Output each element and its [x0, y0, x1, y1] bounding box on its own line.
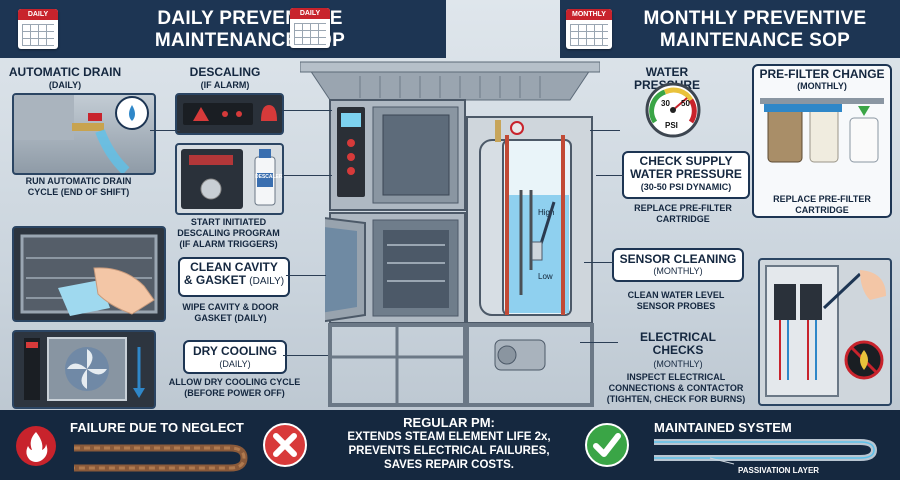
clean-element-illustration — [654, 439, 878, 465]
tank-low-label: Low — [538, 272, 553, 281]
calendar-label: DAILY — [18, 9, 58, 20]
regular-pm-summary: REGULAR PM: EXTENDS STEAM ELEMENT LIFE 2… — [347, 415, 551, 472]
gauge-label-50: 50 — [681, 99, 690, 108]
connector-line — [580, 342, 618, 343]
calendar-label: MONTHLY — [566, 9, 612, 20]
check-supply-title: CHECK SUPPLY WATER PRESSURE — [630, 154, 742, 181]
electrical-checks-title: ELECTRICAL CHECKS — [640, 330, 716, 357]
footer-bar: FAILURE DUE TO NEGLECT REGULAR PM: EXTEN… — [0, 410, 900, 480]
steam-generator-tank — [479, 120, 572, 316]
connector-line — [282, 175, 332, 176]
clean-cavity-description: WIPE CAVITY & DOOR GASKET (DAILY) — [182, 302, 279, 323]
descaling-title: DESCALING — [189, 65, 261, 79]
clean-cavity-title: CLEAN CAVITY & GASKET (DAILY) — [183, 260, 285, 288]
electrical-checks-description: INSPECT ELECTRICAL CONNECTIONS & CONTACT… — [606, 372, 746, 404]
daily-calendar-icon: DAILY — [18, 9, 58, 49]
check-mark-icon — [585, 423, 629, 467]
connector-line — [286, 275, 326, 276]
gauge-unit: PSI — [665, 121, 678, 130]
pressure-gauge-icon — [645, 82, 701, 138]
check-supply-frequency: (30-50 PSI DYNAMIC) — [640, 182, 732, 192]
clean-cavity-frequency: (DAILY) — [249, 276, 285, 287]
alarm-panel-photo — [175, 93, 284, 135]
connector-line — [150, 130, 180, 131]
descaling-description: START INITIATED DESCALING PROGRAM (IF AL… — [177, 217, 280, 249]
passivation-layer-label: PASSIVATION LAYER — [738, 466, 820, 475]
x-mark-icon — [263, 423, 307, 467]
center-calendar-icon: DAILY — [290, 8, 330, 48]
electrical-panel-photo — [758, 258, 892, 406]
failure-title: FAILURE DUE TO NEGLECT — [70, 420, 244, 435]
corroded-element-illustration — [74, 444, 248, 472]
descaling-control-photo — [175, 143, 284, 215]
auto-drain-description: RUN AUTOMATIC DRAIN CYCLE (END OF SHIFT) — [25, 176, 132, 197]
maintained-system-title: MAINTAINED SYSTEM — [654, 420, 792, 435]
dry-cooling-pill: DRY COOLING (DAILY) — [183, 340, 287, 374]
pre-filter-frequency: (MONTHLY) — [797, 81, 847, 91]
dry-cooling-title: DRY COOLING — [192, 344, 277, 358]
connector-line — [584, 262, 614, 263]
sensor-cleaning-frequency: (MONTHLY) — [653, 266, 703, 276]
monthly-calendar-icon: MONTHLY — [566, 9, 612, 49]
check-supply-description: REPLACE PRE-FILTER CARTRIDGE — [634, 203, 732, 224]
descaling-frequency: (IF ALARM) — [200, 80, 250, 90]
connector-line — [590, 130, 620, 131]
clean-cavity-photo — [12, 226, 166, 322]
dry-cooling-photo — [12, 330, 156, 409]
dry-cooling-description: ALLOW DRY COOLING CYCLE (BEFORE POWER OF… — [168, 377, 301, 398]
connector-line — [282, 110, 332, 111]
connector-line — [283, 355, 328, 356]
filter-cartridges-illustration — [760, 98, 884, 163]
exhaust-hood-illustration — [300, 61, 600, 101]
pre-filter-title: PRE-FILTER CHANGE — [759, 67, 885, 81]
connector-line — [596, 175, 624, 176]
sensor-cleaning-pill: SENSOR CLEANING (MONTHLY) — [612, 248, 744, 282]
descaler-bottle-label: DESCALER — [255, 174, 283, 180]
auto-drain-frequency: (DAILY) — [48, 80, 82, 90]
electrical-checks-frequency: (MONTHLY) — [653, 359, 703, 369]
daily-header-bar: DAILY DAILY PREVENTIVE MAINTENANCE SOP — [0, 0, 446, 58]
check-supply-pill: CHECK SUPPLY WATER PRESSURE (30-50 PSI D… — [622, 151, 750, 199]
gauge-label-30: 30 — [661, 99, 670, 108]
calendar-label: DAILY — [290, 8, 330, 19]
sensor-brush — [531, 201, 556, 261]
clean-cavity-pill: CLEAN CAVITY & GASKET (DAILY) — [178, 257, 290, 297]
fire-warning-icon — [16, 426, 56, 466]
monthly-header-bar: MONTHLY MONTHLY PREVENTIVE MAINTENANCE S… — [560, 0, 900, 58]
sensor-cleaning-title: SENSOR CLEANING — [619, 252, 737, 266]
auto-drain-photo — [12, 93, 156, 175]
pre-filter-card: PRE-FILTER CHANGE (MONTHLY) REPLACE PRE-… — [752, 64, 892, 218]
pre-filter-description: REPLACE PRE-FILTER CARTRIDGE — [773, 194, 871, 215]
monthly-sop-title: MONTHLY PREVENTIVE MAINTENANCE SOP — [643, 8, 867, 51]
tank-high-label: High — [538, 208, 555, 217]
auto-drain-title: AUTOMATIC DRAIN — [8, 65, 122, 79]
sensor-cleaning-description: CLEAN WATER LEVEL SENSOR PROBES — [627, 290, 725, 311]
dry-cooling-frequency: (DAILY) — [219, 359, 251, 369]
